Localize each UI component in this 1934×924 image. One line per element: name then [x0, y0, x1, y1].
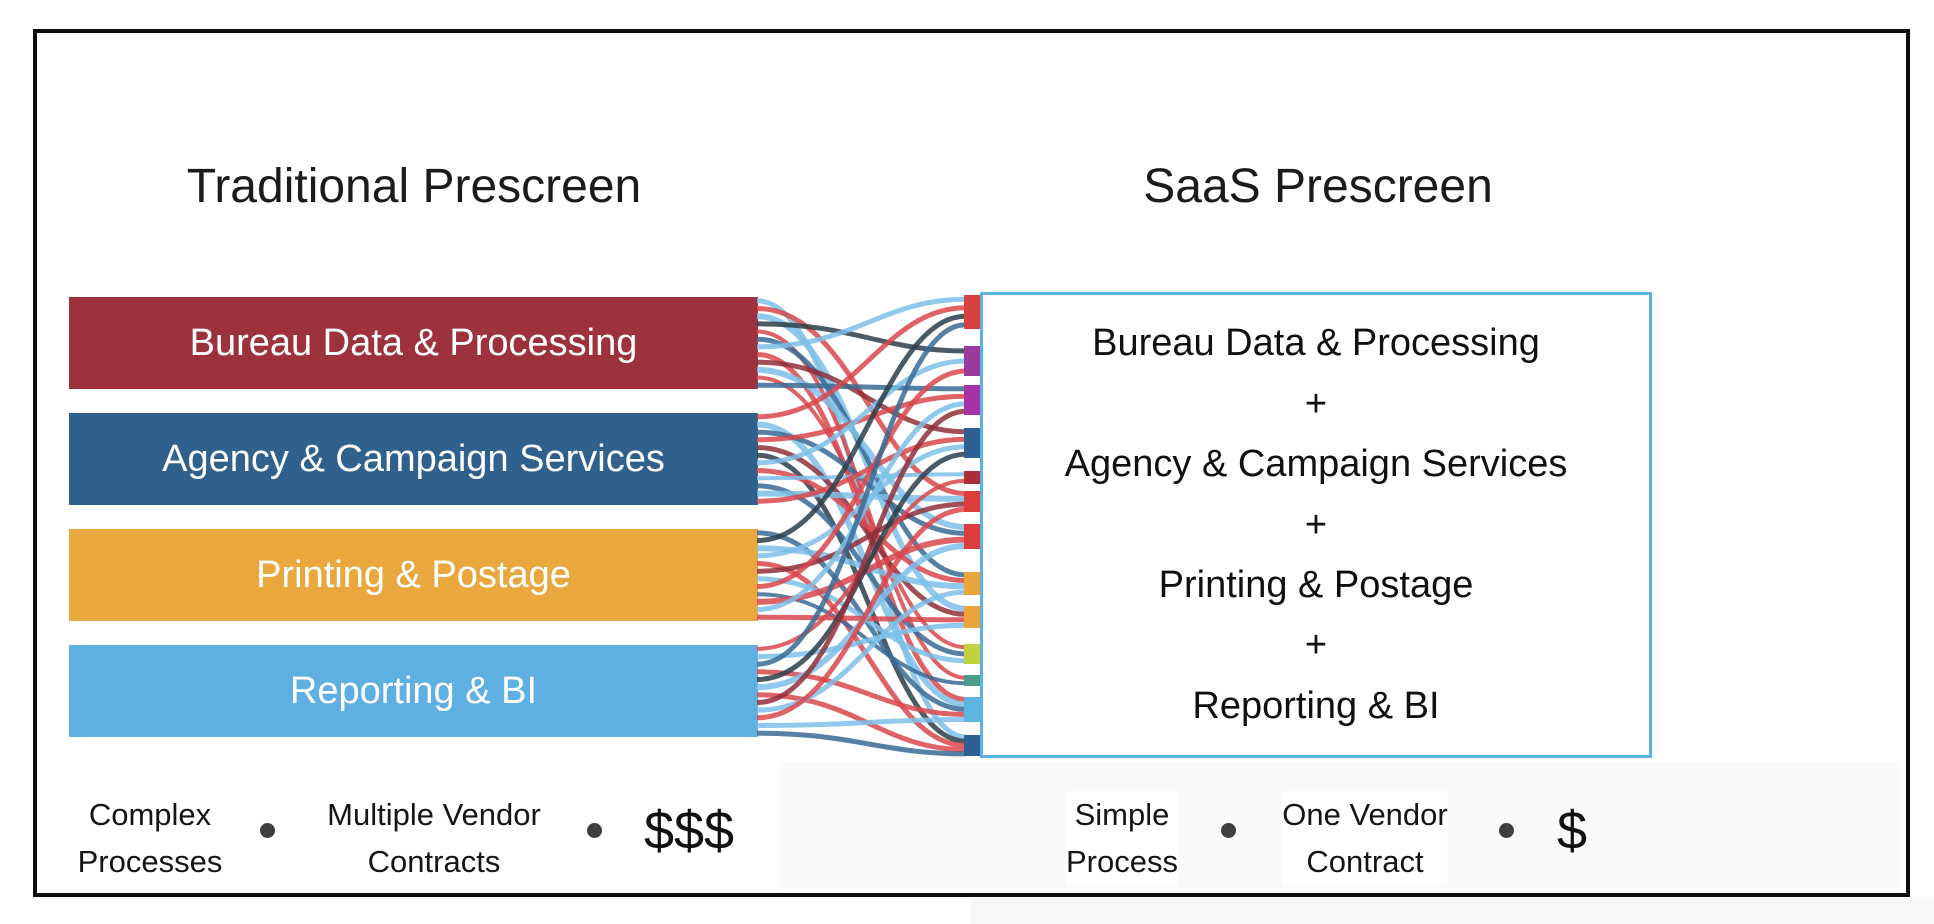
plus-sign: + — [1304, 503, 1328, 546]
bullet-separator — [587, 823, 602, 838]
saas-box-line: Printing & Postage — [1158, 563, 1474, 606]
bullet-separator — [1499, 823, 1514, 838]
footnote-line: Simple — [1074, 797, 1170, 832]
footnote-line: Contract — [1306, 844, 1424, 879]
saas-prescreen-box: Bureau Data & Processing + Agency & Camp… — [980, 292, 1652, 758]
plus-sign: + — [1304, 624, 1328, 667]
saas-box-line: Agency & Campaign Services — [1064, 443, 1568, 486]
footnote-multiple-vendor-contracts: Multiple Vendor Contracts — [327, 791, 541, 885]
plus-sign: + — [1304, 382, 1328, 425]
footnote-line: Contracts — [367, 844, 501, 879]
footnote-one-vendor-contract: One Vendor Contract — [1282, 791, 1448, 885]
bullet-separator — [1221, 823, 1236, 838]
bullet-separator — [260, 823, 275, 838]
traditional-prescreen-title: Traditional Prescreen — [186, 160, 642, 213]
footnote-line: Complex — [88, 797, 212, 832]
bar-label: Reporting & BI — [289, 669, 538, 712]
cost-high-symbol: $$$ — [643, 801, 735, 861]
bar-label: Agency & Campaign Services — [162, 437, 665, 480]
bar-printing-postage: Printing & Postage — [69, 529, 758, 621]
bar-label: Printing & Postage — [256, 553, 571, 596]
footnote-line: Multiple Vendor — [327, 797, 541, 832]
saas-prescreen-title: SaaS Prescreen — [1143, 160, 1493, 213]
bar-bureau-data-processing: Bureau Data & Processing — [69, 297, 758, 389]
bar-agency-campaign-services: Agency & Campaign Services — [69, 413, 758, 505]
footnote-line: Process — [1066, 844, 1178, 879]
footnote-complex-processes: Complex Processes — [78, 791, 223, 885]
footnote-line: Processes — [77, 844, 223, 879]
saas-box-line: Bureau Data & Processing — [1092, 322, 1540, 365]
footnote-simple-process: Simple Process — [1066, 791, 1178, 885]
bar-label: Bureau Data & Processing — [189, 321, 638, 364]
footnote-line: One Vendor — [1282, 797, 1448, 832]
below-frame-gray-strip — [971, 898, 1934, 924]
tangled-flow-lines — [756, 295, 980, 757]
bar-reporting-bi: Reporting & BI — [69, 645, 758, 737]
saas-box-line: Reporting & BI — [1192, 684, 1440, 727]
cost-low-symbol: $ — [1556, 801, 1588, 861]
